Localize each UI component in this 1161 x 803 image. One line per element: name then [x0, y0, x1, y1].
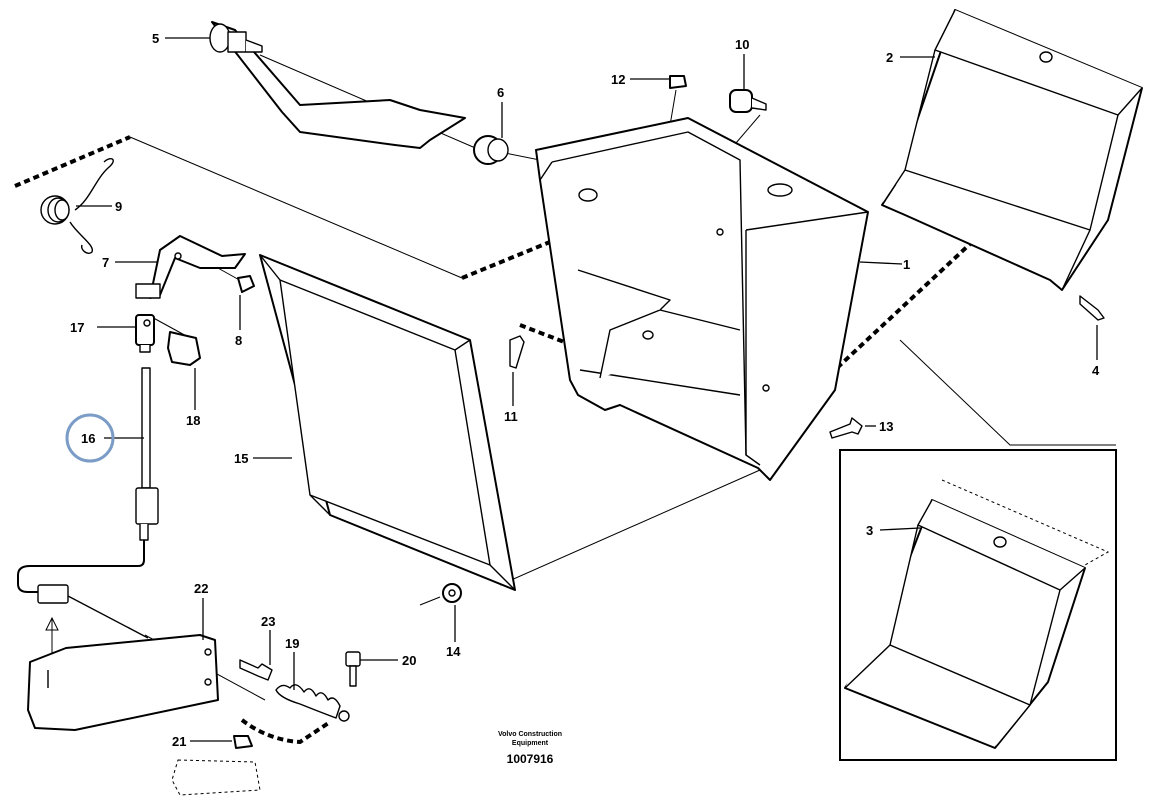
- housing-box: [535, 117, 869, 481]
- manufacturer-credit: Volvo Construction Equipment: [480, 730, 580, 748]
- callout-20[interactable]: 20: [402, 653, 416, 668]
- callout-22[interactable]: 22: [194, 581, 208, 596]
- pedal-lever: [209, 21, 466, 149]
- mount-bracket-22: [27, 634, 219, 731]
- credit-line-1: Volvo Construction: [497, 731, 563, 738]
- callout-11[interactable]: 11: [504, 409, 518, 424]
- tension-spring: [275, 684, 350, 722]
- screw-4: [1079, 295, 1105, 321]
- leader-lines: [76, 37, 1098, 742]
- callout-12[interactable]: 12: [611, 72, 625, 87]
- washer-14: [419, 583, 462, 606]
- nut-8: [237, 275, 255, 293]
- callout-15[interactable]: 15: [234, 451, 248, 466]
- inset-detail-box: [839, 339, 1117, 761]
- frame-panel: [259, 254, 516, 591]
- clevis-17: [135, 314, 155, 353]
- control-rod: [17, 367, 159, 639]
- selected-callout-highlight: [65, 413, 115, 463]
- callout-3[interactable]: 3: [866, 523, 873, 538]
- return-spring: [40, 158, 114, 254]
- callout-8[interactable]: 8: [235, 333, 242, 348]
- callout-labels: 1 2 3 4 5 6 7 8 9 10 11 12 13 14 15 16 1…: [70, 31, 1100, 749]
- callout-2[interactable]: 2: [886, 50, 893, 65]
- bolt-20: [345, 651, 361, 687]
- callout-17[interactable]: 17: [70, 320, 84, 335]
- callout-19[interactable]: 19: [285, 636, 299, 651]
- callout-18[interactable]: 18: [186, 413, 200, 428]
- credit-line-2: Equipment: [511, 740, 549, 747]
- callout-5[interactable]: 5: [152, 31, 159, 46]
- cover-tray: [881, 9, 1143, 291]
- callout-21[interactable]: 21: [172, 734, 186, 749]
- callout-9[interactable]: 9: [115, 199, 122, 214]
- document-number: 1007916: [506, 752, 554, 766]
- callout-13[interactable]: 13: [879, 419, 893, 434]
- nut-12: [669, 75, 687, 89]
- callout-1[interactable]: 1: [903, 257, 910, 272]
- callout-14[interactable]: 14: [446, 644, 461, 659]
- bushing: [473, 135, 509, 165]
- callout-10[interactable]: 10: [735, 37, 749, 52]
- bolt-23: [239, 659, 273, 681]
- callout-23[interactable]: 23: [261, 614, 275, 629]
- clip-18: [167, 331, 201, 366]
- bracket-7: [135, 235, 246, 299]
- callout-6[interactable]: 6: [497, 85, 504, 100]
- nut-21: [171, 735, 261, 796]
- screw-13: [829, 417, 863, 439]
- callout-4[interactable]: 4: [1092, 363, 1100, 378]
- callout-16[interactable]: 16: [81, 431, 95, 446]
- screw-11: [509, 335, 525, 369]
- callout-7[interactable]: 7: [102, 255, 109, 270]
- adjust-knob: [729, 89, 767, 113]
